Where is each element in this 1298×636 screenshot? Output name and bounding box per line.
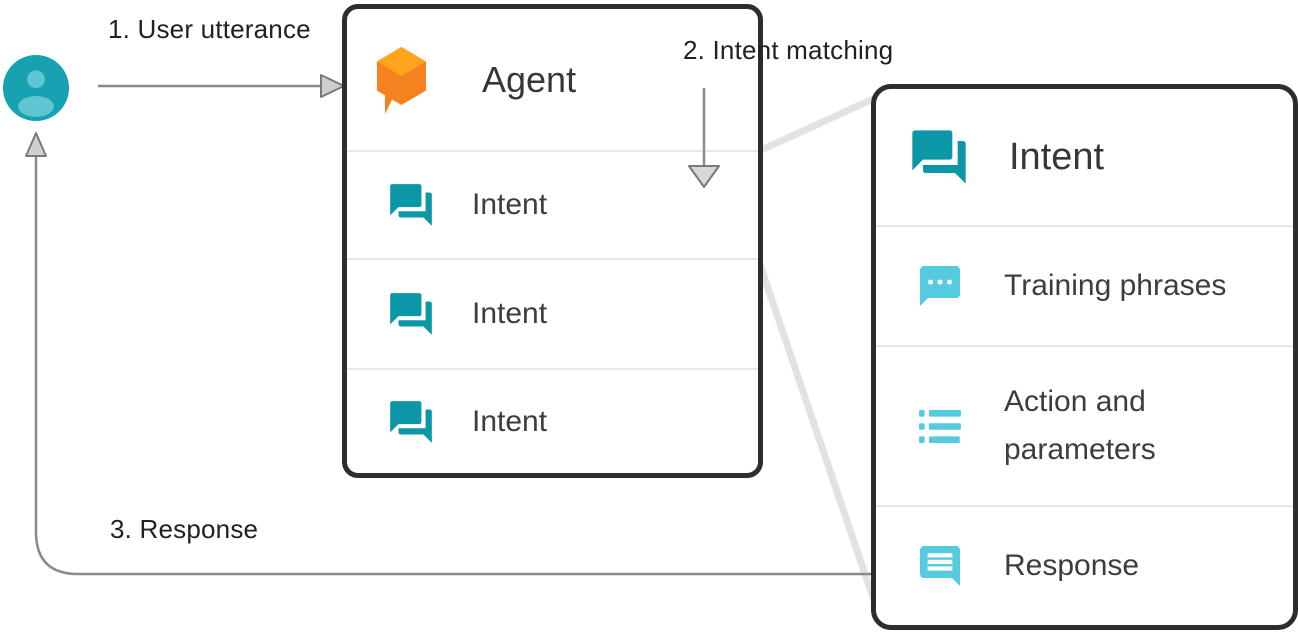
agent-intent-label: Intent: [472, 297, 548, 330]
intent-chat-icon: [386, 289, 436, 339]
training-phrases-label: Training phrases: [1004, 269, 1227, 302]
response-label: Response: [1004, 549, 1140, 582]
intent-card: Intent Training phrases: [871, 84, 1298, 630]
agent-intent-label: Intent: [472, 404, 548, 438]
agent-intent-row: Intent: [347, 370, 758, 473]
expand-connector-bottom: [753, 254, 886, 626]
intent-chat-icon: [386, 180, 436, 230]
step-label-response: 3. Response: [110, 514, 259, 544]
step-label-intent-matching: 2. Intent matching: [683, 35, 894, 65]
agent-card-header: Agent: [347, 9, 758, 150]
action-parameters-label: Action and parameters: [1004, 385, 1156, 466]
agent-card-title: Agent: [482, 58, 577, 100]
divider: [347, 150, 758, 152]
agent-intent-label: Intent: [472, 188, 548, 221]
intent-card-header: Intent: [876, 89, 1293, 225]
dialogflow-cube-icon: [375, 45, 428, 115]
expand-connector-top: [755, 88, 890, 156]
step-label-user-utterance: 1. User utterance: [108, 14, 311, 44]
divider: [876, 345, 1293, 347]
divider: [347, 368, 758, 370]
arrowhead-down-icon: [688, 165, 720, 188]
divider: [876, 505, 1293, 507]
agent-intent-row: Intent: [347, 260, 758, 368]
intent-chat-icon: [907, 125, 971, 189]
arrowhead-right-icon: [320, 74, 345, 98]
user-icon: [3, 55, 69, 121]
divider: [347, 258, 758, 260]
action-parameters-list-icon: [916, 409, 964, 443]
training-phrases-row: Training phrases: [876, 227, 1293, 345]
arrowhead-up-icon: [25, 132, 47, 157]
user-utterance-arrow: [98, 74, 345, 98]
action-parameters-row: Action and parameters: [876, 347, 1293, 505]
intent-card-title: Intent: [1009, 135, 1105, 178]
agent-card: Agent Intent Intent Intent: [342, 4, 763, 478]
training-phrases-chat-dots-icon: [916, 262, 964, 310]
divider: [876, 225, 1293, 227]
response-chat-lines-icon: [916, 542, 964, 590]
response-arrow: [25, 132, 872, 576]
intent-chat-icon: [386, 397, 436, 447]
response-row: Response: [876, 507, 1293, 625]
agent-intent-row: Intent: [347, 152, 758, 258]
